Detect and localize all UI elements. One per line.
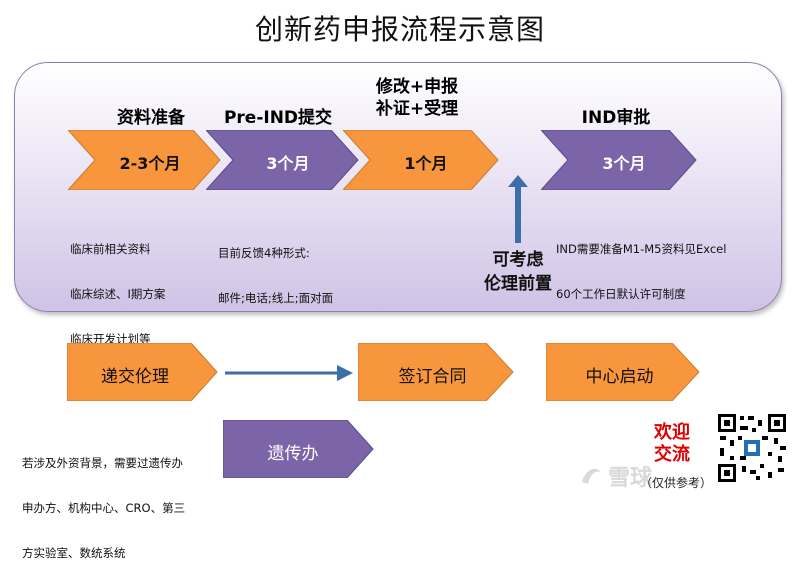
note-hgr: 若涉及外资背景，需要过遗传办 申办方、机构中心、CRO、第三 方实验室、数统系统	[22, 426, 185, 576]
stage-label-revise: 修改+申报 补证+受理	[352, 76, 482, 120]
ethics-consider-line1: 可考虑	[492, 250, 544, 270]
ethics-consider-note: 可考虑 伦理前置	[458, 248, 578, 296]
note-hgr-line: 方实验室、数统系统	[22, 546, 126, 560]
step-ethics-label: 递交伦理	[101, 367, 169, 387]
step-kickoff-shape	[546, 343, 700, 401]
watermark-text: 雪球	[608, 466, 653, 491]
note-prep: 临床前相关资料 临床综述、I期方案 临床开发计划等	[70, 212, 165, 362]
note-ind-line: 60个工作日默认许可制度	[556, 287, 686, 301]
stage-label-revise-line1: 修改+申报	[375, 77, 459, 97]
note-prep-line: 临床综述、I期方案	[70, 287, 166, 301]
stage-label-prep: 资料准备	[117, 108, 185, 128]
note-hgr-line: 若涉及外资背景，需要过遗传办	[22, 456, 183, 470]
reference-only-text: （仅供参考）	[640, 476, 713, 490]
note-pre-ind: 目前反馈4种形式: 邮件;电话;线上;面对面	[218, 216, 333, 321]
welcome-line2: 交流	[654, 444, 690, 465]
note-ind: IND需要准备M1-M5资料见Excel 60个工作日默认许可制度	[556, 212, 726, 317]
ethics-consider-line2: 伦理前置	[484, 274, 552, 294]
chevron-ind-text: 3个月	[602, 154, 646, 173]
welcome-text: 欢迎 交流	[644, 422, 700, 466]
stage-label-ind: IND审批	[581, 108, 651, 128]
chevron-revise-text: 1个月	[404, 154, 448, 173]
right-arrow-icon	[225, 365, 353, 381]
note-prep-line: 临床前相关资料	[70, 242, 151, 256]
note-ind-line: IND需要准备M1-M5资料见Excel	[556, 242, 727, 256]
up-arrow-icon	[508, 175, 528, 243]
note-hgr-line: 申办方、机构中心、CRO、第三	[22, 501, 186, 515]
step-kickoff-label: 中心启动	[585, 367, 654, 387]
chevron-prep	[68, 130, 221, 190]
chevron-ind	[541, 130, 697, 190]
note-pre-ind-line: 目前反馈4种形式:	[218, 246, 310, 260]
chevron-prep-text: 2-3个月	[119, 154, 181, 173]
step-contract-shape	[358, 343, 514, 401]
chevron-pre-ind	[206, 130, 359, 190]
qr-code-icon	[716, 412, 788, 484]
step-hgr-shape	[223, 420, 374, 478]
snowball-logo-icon	[582, 468, 600, 484]
page-title: 创新药申报流程示意图	[254, 13, 545, 46]
step-hgr-label: 遗传办	[267, 444, 319, 464]
step-ethics-shape	[67, 343, 218, 401]
note-pre-ind-line: 邮件;电话;线上;面对面	[218, 291, 334, 305]
stage-label-pre-ind: Pre-IND提交	[223, 108, 333, 128]
chevron-pre-ind-text: 3个月	[266, 154, 310, 173]
stage-label-revise-line2: 补证+受理	[375, 99, 459, 119]
welcome-line1: 欢迎	[654, 422, 690, 443]
step-contract-label: 签订合同	[398, 367, 467, 387]
chevron-revise	[343, 130, 499, 190]
